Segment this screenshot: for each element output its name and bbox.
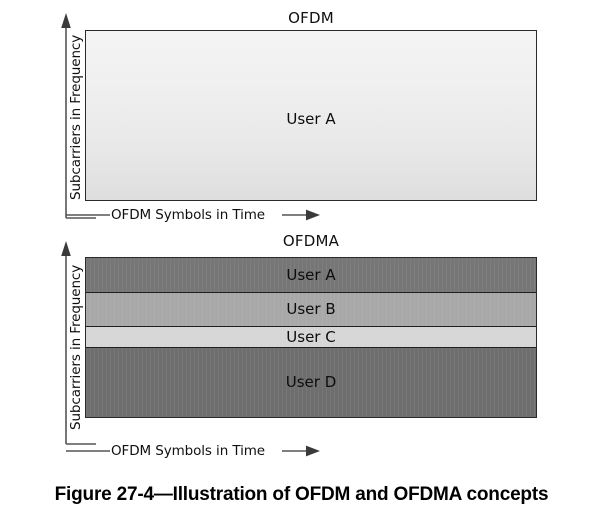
ofdma-band-user-b: User B <box>86 292 536 328</box>
ofdm-yaxis-label: Subcarriers in Frequency <box>68 34 84 200</box>
ofdma-band-label-user-b: User B <box>286 300 336 319</box>
ofdma-yaxis-label: Subcarriers in Frequency <box>68 264 84 430</box>
ofdma-band-user-d: User D <box>86 347 536 417</box>
ofdma-axis <box>61 241 96 445</box>
ofdma-panel-title: OFDMA <box>282 232 340 250</box>
ofdm-band-label-user-a: User A <box>286 110 336 128</box>
ofdm-xaxis-line <box>66 209 320 221</box>
ofdma-band-user-a: User A <box>86 258 536 293</box>
figure-caption: Figure 27-4—Illustration of OFDM and OFD… <box>54 484 549 505</box>
ofdma-plot-box: User A User B User C User D <box>85 257 537 418</box>
ofdm-xaxis-label: OFDM Symbols in Time <box>110 207 266 223</box>
ofdma-xaxis-line <box>66 445 320 457</box>
ofdma-band-user-c: User C <box>86 327 536 348</box>
ofdma-band-label-user-c: User C <box>286 328 336 346</box>
ofdm-axis <box>61 13 96 219</box>
ofdma-band-label-user-a: User A <box>286 265 336 284</box>
ofdm-panel-title: OFDM <box>288 9 334 27</box>
ofdma-band-label-user-d: User D <box>285 373 337 392</box>
ofdma-xaxis-label: OFDM Symbols in Time <box>110 443 266 459</box>
ofdm-plot-box <box>85 30 537 201</box>
